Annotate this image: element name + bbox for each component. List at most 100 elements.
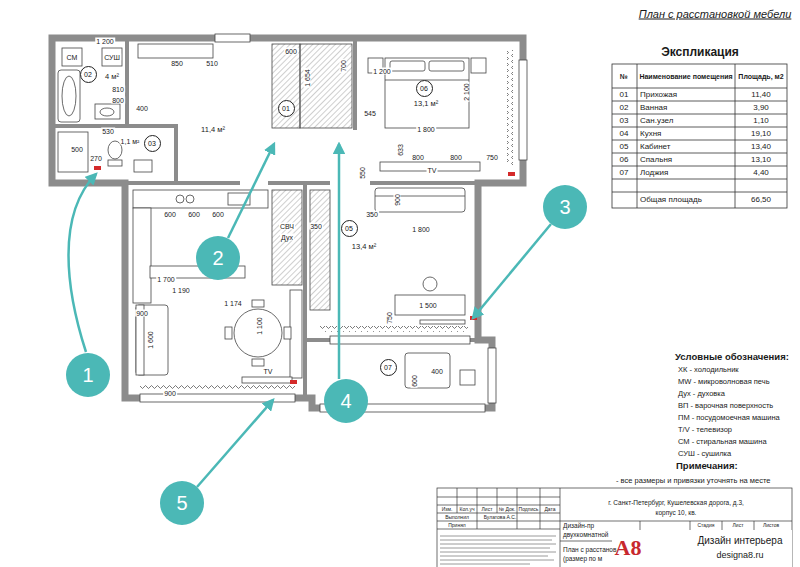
dimension-label: 400 [430,368,444,375]
title-block [437,488,792,567]
table-cell: 02 [620,104,629,112]
dimension-label: СУШ [103,54,121,61]
dimension-label: 600 [163,211,177,218]
dimension-label: 2 100 [463,82,470,102]
node-text: 06 [420,85,428,92]
title-block-text: Кол.уч [460,507,475,512]
fine-print [440,536,556,564]
node-text: 3 [559,197,570,217]
section-heading: Условные обозначения: [675,352,789,362]
dimension-label: 270 [89,155,103,162]
title-block-text: Изм. [442,507,453,512]
title-block-text: Подпись [519,507,539,512]
callout-number: 1 [66,353,110,397]
title-block-text: двухкомнатной [563,532,608,539]
windows [140,34,527,412]
dimension-label: 633 [397,143,404,157]
table-cell: Кабинет [640,143,670,151]
dimension-label: 1 174 [223,300,243,307]
title-block-text: План с расстанов [563,547,616,554]
node-text: 03 [148,140,156,147]
title-block-text: Стадия [697,523,714,528]
dimension-label: 800 [111,97,125,104]
node-text: 5 [176,493,187,513]
dimension-label: 1 200 [372,68,392,75]
dimension-label: 900 [394,193,401,207]
table-cell: 01 [620,91,629,99]
room-number: 03 [144,135,161,152]
dimension-label: 1 100 [256,316,263,336]
room-number: 07 [380,359,397,376]
table-cell: 11,40 [751,91,770,99]
area-label: 13,4 м² [351,243,377,251]
node-text: 01 [282,105,290,112]
legend-text: СУШ - сушилка [678,450,731,458]
walls [52,38,523,408]
callout-number: 3 [543,185,587,229]
dimension-label: 545 [363,110,377,117]
dimension-label: 510 [205,60,219,67]
title-block-text: Принял [448,523,466,528]
dimension-label: 530 [101,128,115,135]
node-text: 05 [345,225,353,232]
callout-number: 5 [160,481,204,525]
table-header: Наименование помещения [639,73,732,80]
table-cell: 04 [620,130,629,138]
dimension-label: 1 800 [416,126,436,133]
dimension-label: СВЧ [279,223,295,230]
dimension-label: 750 [386,311,393,325]
dimension-label: 700 [340,59,347,73]
radiators [94,166,515,384]
node-text: 4 [340,391,351,411]
title-block-text: Лист [733,523,744,528]
title-block-text: Дата [544,507,555,512]
note-text: - все размеры и привязки уточнять на мес… [616,477,770,485]
dimension-label: 1 700 [156,276,176,283]
logo-mark: A8 [615,537,642,559]
dimension-label: 900 [163,390,177,397]
table-cell: 1,10 [753,117,769,125]
callout-number: 4 [324,379,368,423]
dimension-label: 1 600 [147,330,154,350]
title-block-text: (размер по м [563,556,602,563]
dimension-label: 850 [170,60,184,67]
legend-text: T/V - телевизор [678,426,732,434]
table-cell: 3,90 [753,104,769,112]
title-block-text: Выполнил [445,515,469,520]
node-text: 02 [84,71,92,78]
dimension-label: 600 [211,211,225,218]
title-block-text: г. Санкт-Петербург, Кушелевская дорога, … [608,500,744,507]
table-cell: Спальня [640,156,672,164]
dimension-label: 600 [187,211,201,218]
furniture [58,44,486,388]
table-cell: 13,10 [751,156,771,164]
legend-text: ХК - холодильник [678,366,739,374]
table-cell: 66,50 [751,196,771,204]
title-block-text: Листов [763,523,779,528]
dimension-label: 1 500 [418,302,438,309]
dimension-label: Дух [280,234,294,241]
table-cell: 19,10 [751,130,771,138]
legend-text: MW - микроволновая печь [678,378,770,386]
node-text: 1 [82,365,93,385]
dimension-label: 1 800 [411,226,431,233]
logo-panel [612,530,792,567]
callout-number: 2 [196,236,240,280]
brand-text: Дизайн интерьера [698,536,783,546]
callout-arrows [69,144,552,487]
room-number: 02 [80,66,97,83]
node-text: 07 [384,364,392,371]
dimension-label: 1,1 м² [120,138,141,145]
dimension-label: 400 [135,105,149,112]
legend-text: ВП - варочная поверхность [678,402,773,410]
table-heading: Экспликация [661,46,739,58]
dimension-label: 810 [111,86,125,93]
table-cell: 06 [620,156,629,164]
area-label: 4 м² [104,73,120,81]
title-block-text: Булатова А.С. [484,515,517,520]
legend-text: ПМ - посудомоечная машина [678,414,780,422]
table-cell: 05 [620,143,629,151]
table-header: № [620,73,628,80]
dimension-label: 1 654 [304,68,311,88]
